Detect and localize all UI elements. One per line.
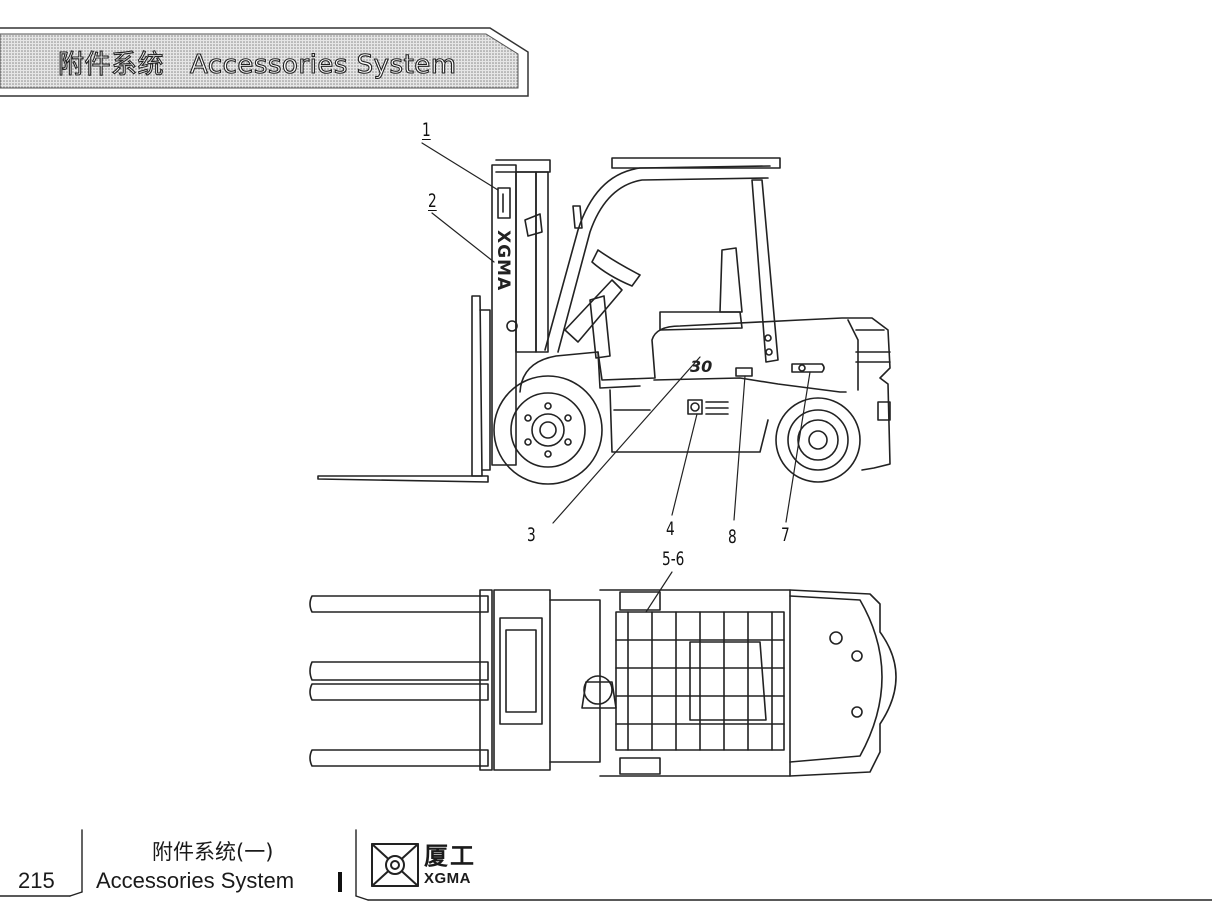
xgma-logo-mark — [371, 843, 419, 887]
model-badge: 30 — [690, 357, 712, 376]
body-top — [599, 589, 897, 777]
fork — [317, 295, 491, 483]
page-number: 215 — [18, 868, 55, 893]
fork-carriage — [479, 589, 493, 771]
footer-rules — [0, 829, 1212, 901]
banner-title: 附件系统 Accessories System — [57, 48, 483, 82]
callout-3: 3 — [527, 524, 536, 546]
forklift-top-view — [309, 571, 897, 777]
section-title-cn: 附件系统(一) — [152, 840, 274, 864]
operator-seat — [659, 247, 743, 331]
callout-leader — [645, 571, 673, 613]
steering-wheel-top — [581, 675, 617, 709]
callout-leaders — [421, 142, 811, 524]
callout-1: 1 — [422, 119, 431, 141]
callout-7: 7 — [781, 524, 790, 546]
banner-title-en: Accessories System — [189, 49, 457, 80]
mast-brand-text: XGMA — [493, 230, 513, 291]
callout-8: 8 — [728, 526, 737, 548]
overhead-guard — [544, 157, 781, 363]
forklift-body — [519, 317, 891, 471]
fork — [309, 595, 489, 767]
forklift-side-view: XGMA — [317, 142, 891, 524]
rear-wheel — [775, 397, 861, 483]
banner-title-cn: 附件系统 — [57, 49, 165, 80]
footer-divider — [338, 872, 342, 892]
overhead-guard-top — [615, 611, 785, 751]
brand-name-cn: 厦工 — [424, 842, 476, 870]
section-banner: 附件系统 Accessories System — [0, 26, 530, 98]
mast — [491, 159, 551, 466]
xgma-decal — [687, 399, 729, 415]
steering-column — [564, 249, 641, 359]
callout-2: 2 — [428, 190, 437, 212]
front-wheel — [493, 375, 603, 485]
mast-top — [493, 589, 601, 771]
section-title-en: Accessories System — [96, 868, 295, 893]
banner-shape — [0, 27, 529, 97]
brand-name-en: XGMA — [424, 870, 471, 887]
callout-4: 4 — [666, 518, 675, 540]
callout-5-6: 5-6 — [662, 548, 685, 570]
